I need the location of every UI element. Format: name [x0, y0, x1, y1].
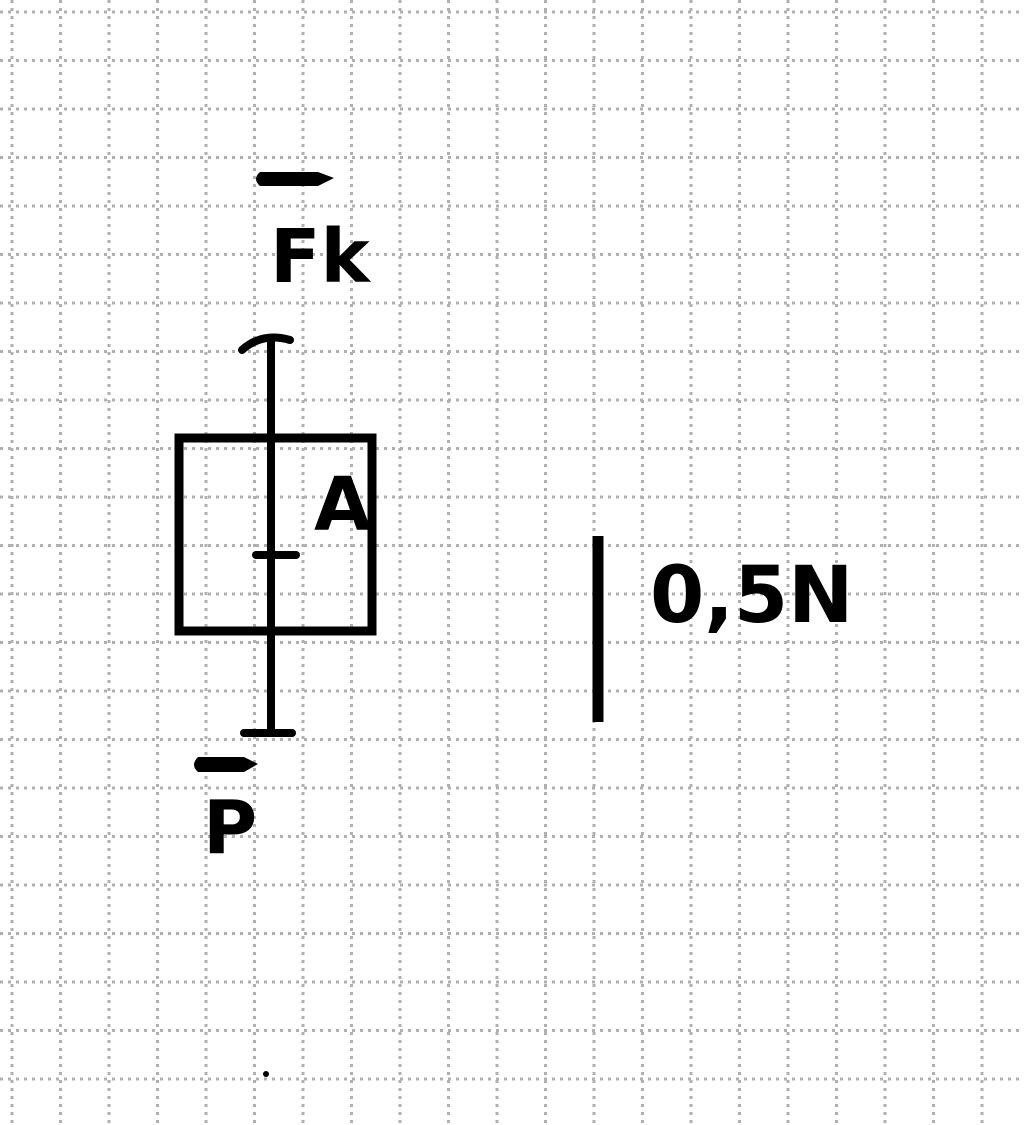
p-label: P [203, 785, 257, 871]
p-vector-arrow [194, 757, 258, 772]
fk-vector-arrow [256, 172, 334, 186]
fk-label: Fk [270, 214, 372, 300]
point-a-label: A [314, 462, 371, 548]
scale-label: 0,5N [650, 551, 853, 641]
block [174, 433, 377, 636]
stray-dot [263, 1071, 269, 1077]
force-vector-up-head [238, 333, 294, 354]
